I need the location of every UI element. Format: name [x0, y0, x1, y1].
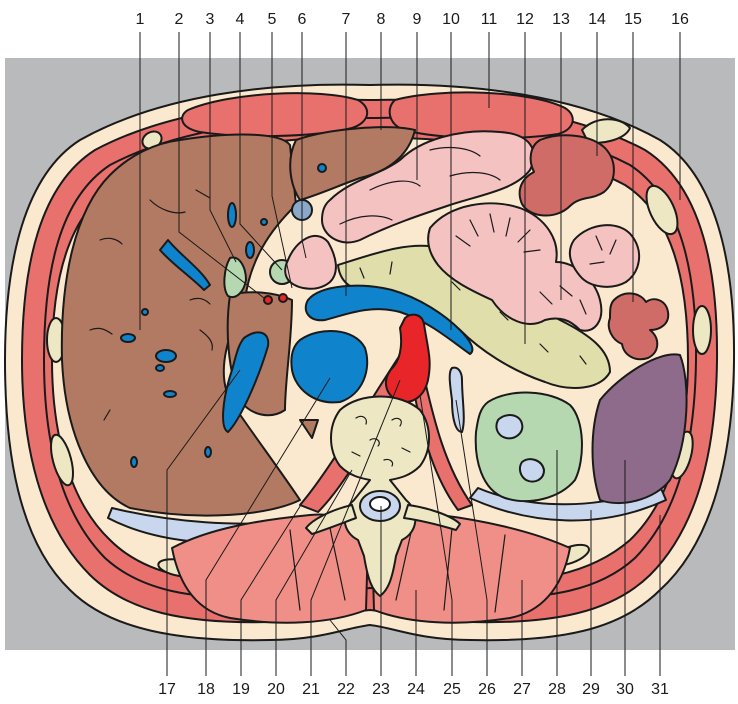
label-7: 7: [342, 11, 351, 28]
label-3: 3: [206, 11, 215, 28]
label-15: 15: [624, 11, 642, 28]
label-4: 4: [236, 11, 245, 28]
renal-pelvis-2: [520, 459, 544, 481]
label-2: 2: [175, 11, 184, 28]
label-16: 16: [671, 11, 689, 28]
hepatic-artery-dot-1: [264, 296, 272, 304]
label-18: 18: [197, 681, 215, 698]
label-22: 22: [337, 681, 355, 698]
label-13: 13: [552, 11, 570, 28]
label-24: 24: [407, 681, 425, 698]
renal-pelvis-1: [496, 415, 522, 438]
label-26: 26: [478, 681, 496, 698]
label-1: 1: [136, 11, 145, 28]
label-27: 27: [513, 681, 531, 698]
bottom-labels: 17 18 19 20 21 22 23 24 25 26 27 28 29 3…: [158, 681, 669, 698]
hepatic-artery-dot-2: [279, 294, 287, 302]
label-14: 14: [588, 11, 606, 28]
label-5: 5: [268, 11, 277, 28]
label-19: 19: [232, 681, 250, 698]
label-9: 9: [413, 11, 422, 28]
kidney: [476, 393, 582, 502]
label-30: 30: [616, 681, 634, 698]
label-23: 23: [372, 681, 390, 698]
label-20: 20: [267, 681, 285, 698]
label-11: 11: [481, 11, 498, 28]
label-6: 6: [298, 11, 307, 28]
jejunum-loop-2: [570, 225, 639, 287]
label-29: 29: [582, 681, 600, 698]
label-25: 25: [443, 681, 461, 698]
label-12: 12: [516, 11, 534, 28]
top-labels: 1 2 3 4 5 6 7 8 9 10 11 12 13 14 15 16: [136, 11, 689, 28]
label-8: 8: [377, 11, 386, 28]
gallbladder: [224, 258, 246, 297]
label-21: 21: [302, 681, 320, 698]
label-10: 10: [442, 11, 460, 28]
label-17: 17: [158, 681, 176, 698]
label-31: 31: [651, 681, 669, 698]
label-28: 28: [548, 681, 566, 698]
